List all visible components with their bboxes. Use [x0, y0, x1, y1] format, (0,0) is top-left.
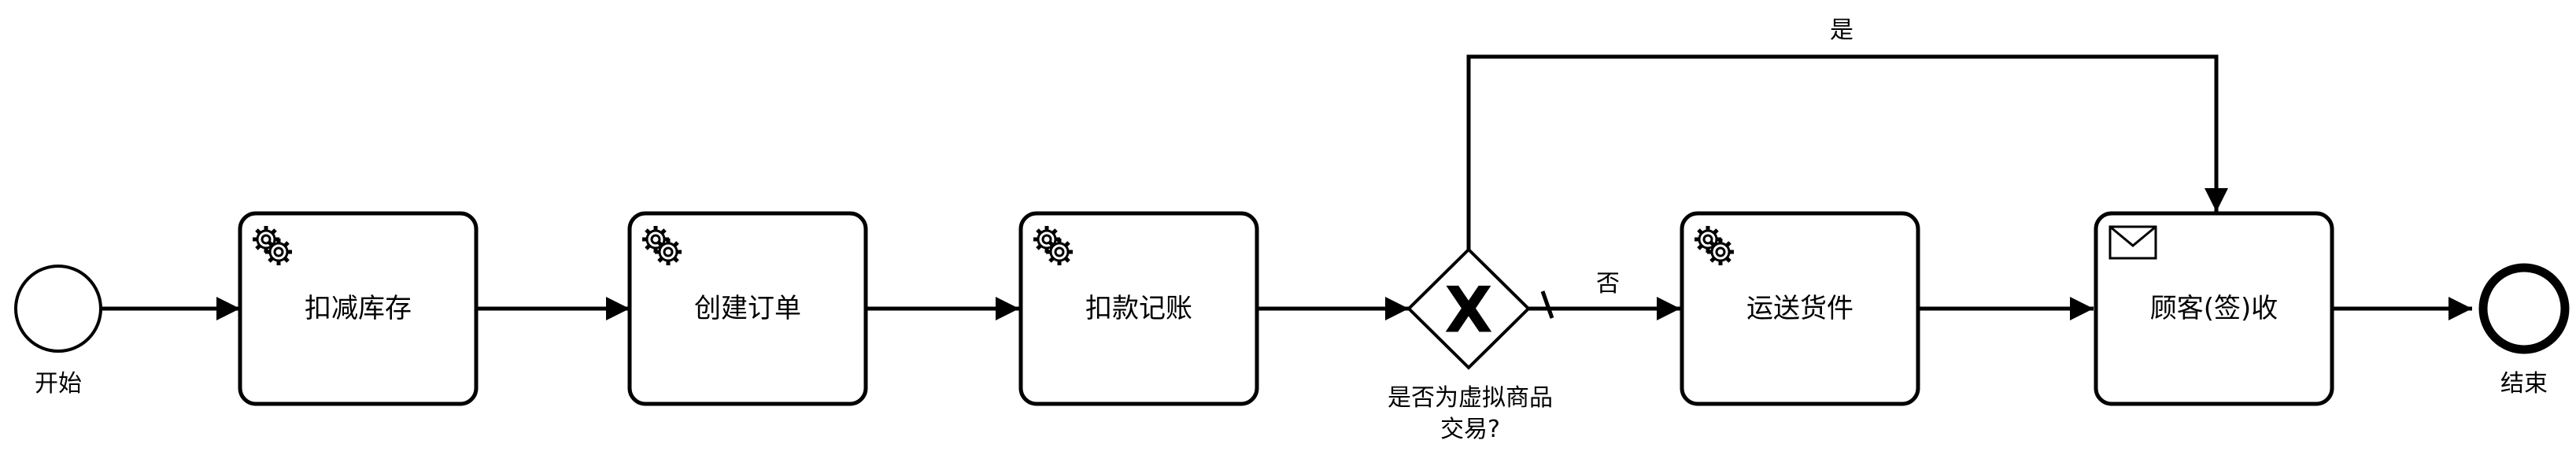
- task-ship-goods[interactable]: 运送货件: [1680, 211, 1920, 406]
- sequence-flows: [101, 54, 2472, 320]
- task-label: 运送货件: [1746, 293, 1853, 324]
- task-label: 顾客(签)收: [2150, 293, 2278, 324]
- start-event-label: 开始: [35, 370, 82, 398]
- exclusive-gateway[interactable]: X: [1406, 247, 1531, 370]
- task-label: 扣款记账: [1085, 293, 1192, 324]
- gateway-label-line2: 交易?: [1440, 416, 1500, 443]
- gateway-x-icon: X: [1444, 274, 1493, 347]
- flow-no-label: 否: [1596, 270, 1620, 298]
- envelope-icon: [2108, 225, 2157, 260]
- task-customer-receipt[interactable]: 顾客(签)收: [2094, 211, 2334, 406]
- task-label: 创建订单: [694, 293, 801, 324]
- flow-yes-label: 是: [1830, 17, 1853, 44]
- end-event-label: 结束: [2500, 370, 2548, 398]
- task-charge-and-record[interactable]: 扣款记账: [1018, 211, 1259, 406]
- default-flow-slash: [1540, 291, 1554, 319]
- start-event[interactable]: [14, 265, 102, 353]
- gateway-label-line1: 是否为虚拟商品: [1388, 384, 1553, 412]
- flow-gateway-yes[interactable]: [1466, 54, 2228, 250]
- task-label: 扣减库存: [305, 293, 412, 324]
- end-event[interactable]: [2478, 263, 2570, 354]
- task-create-order[interactable]: 创建订单: [627, 211, 868, 406]
- task-deduct-inventory[interactable]: 扣减库存: [238, 211, 479, 406]
